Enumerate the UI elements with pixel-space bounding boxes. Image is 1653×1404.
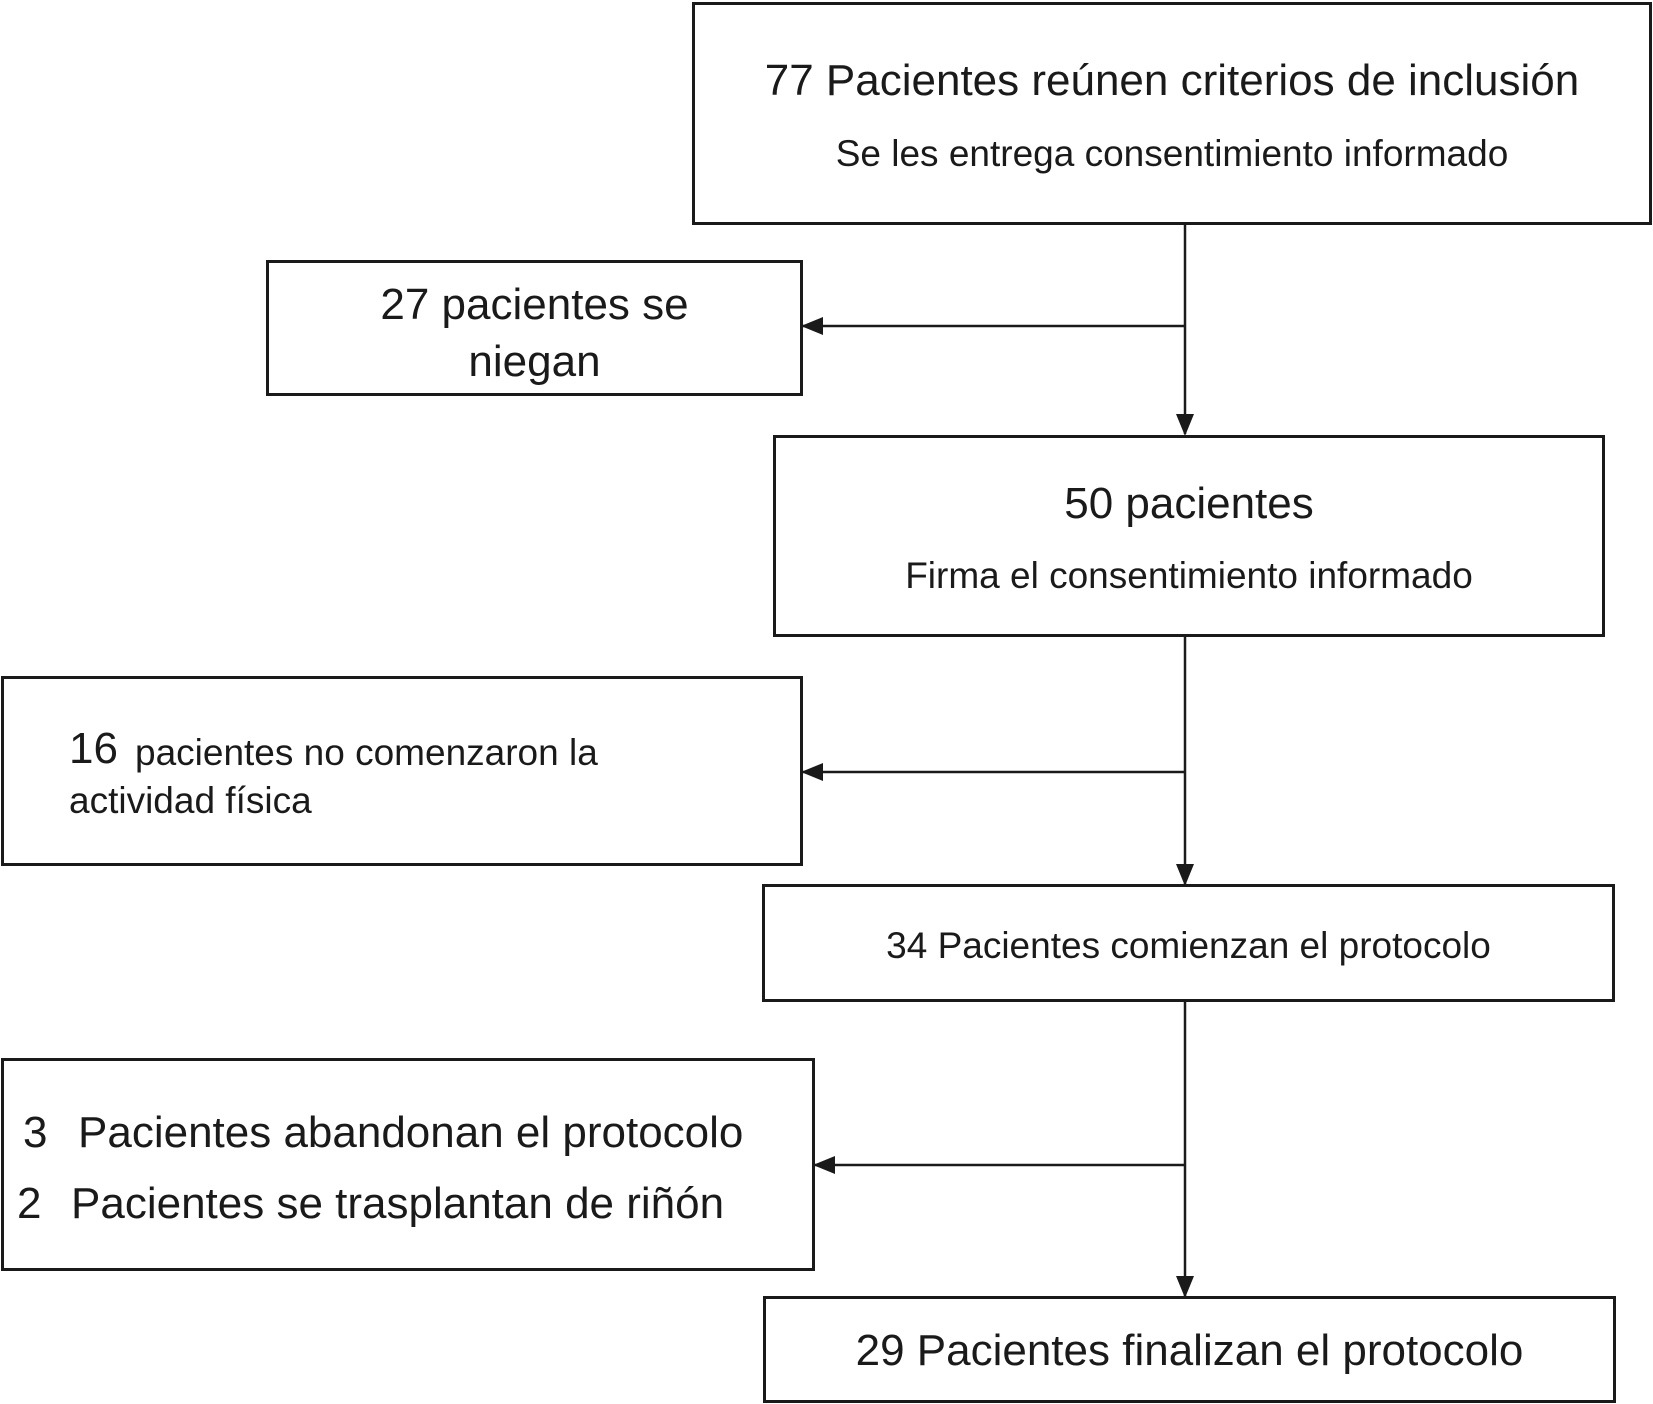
transplant-count: 2 [17,1179,42,1228]
consented-title: 50 pacientes [1064,479,1314,528]
refused-box: 27 pacientes se niegan [266,260,803,396]
not-started-box: 16 pacientes no comenzaron la actividad … [1,676,803,866]
started-title: 34 Pacientes comienzan el protocolo [886,925,1491,966]
inclusion-title: 77 Pacientes reúnen criterios de inclusi… [764,56,1580,105]
finished-title: 29 Pacientes finalizan el protocolo [855,1326,1524,1375]
not-started-line-1: pacientes no comenzaron la [135,732,598,773]
not-started-line-2: actividad física [69,780,312,821]
refused-line-2: niegan [468,337,601,386]
inclusion-box: 77 Pacientes reúnen criterios de inclusi… [692,2,1652,225]
inclusion-subtitle: Se les entrega consentimiento informado [835,133,1509,174]
consented-subtitle: Firma el consentimiento informado [905,555,1473,596]
transplant-text: Pacientes se trasplantan de riñón [71,1179,725,1228]
finished-box: 29 Pacientes finalizan el protocolo [763,1296,1616,1403]
abandon-count: 3 [23,1108,48,1157]
abandon-text: Pacientes abandonan el protocolo [78,1108,744,1157]
not-started-count: 16 [69,724,118,773]
dropouts-box: 3 Pacientes abandonan el protocolo 2 Pac… [1,1058,815,1271]
consented-box: 50 pacientes Firma el consentimiento inf… [773,435,1605,637]
started-box: 34 Pacientes comienzan el protocolo [762,884,1615,1002]
refused-line-1: 27 pacientes se [380,280,689,329]
